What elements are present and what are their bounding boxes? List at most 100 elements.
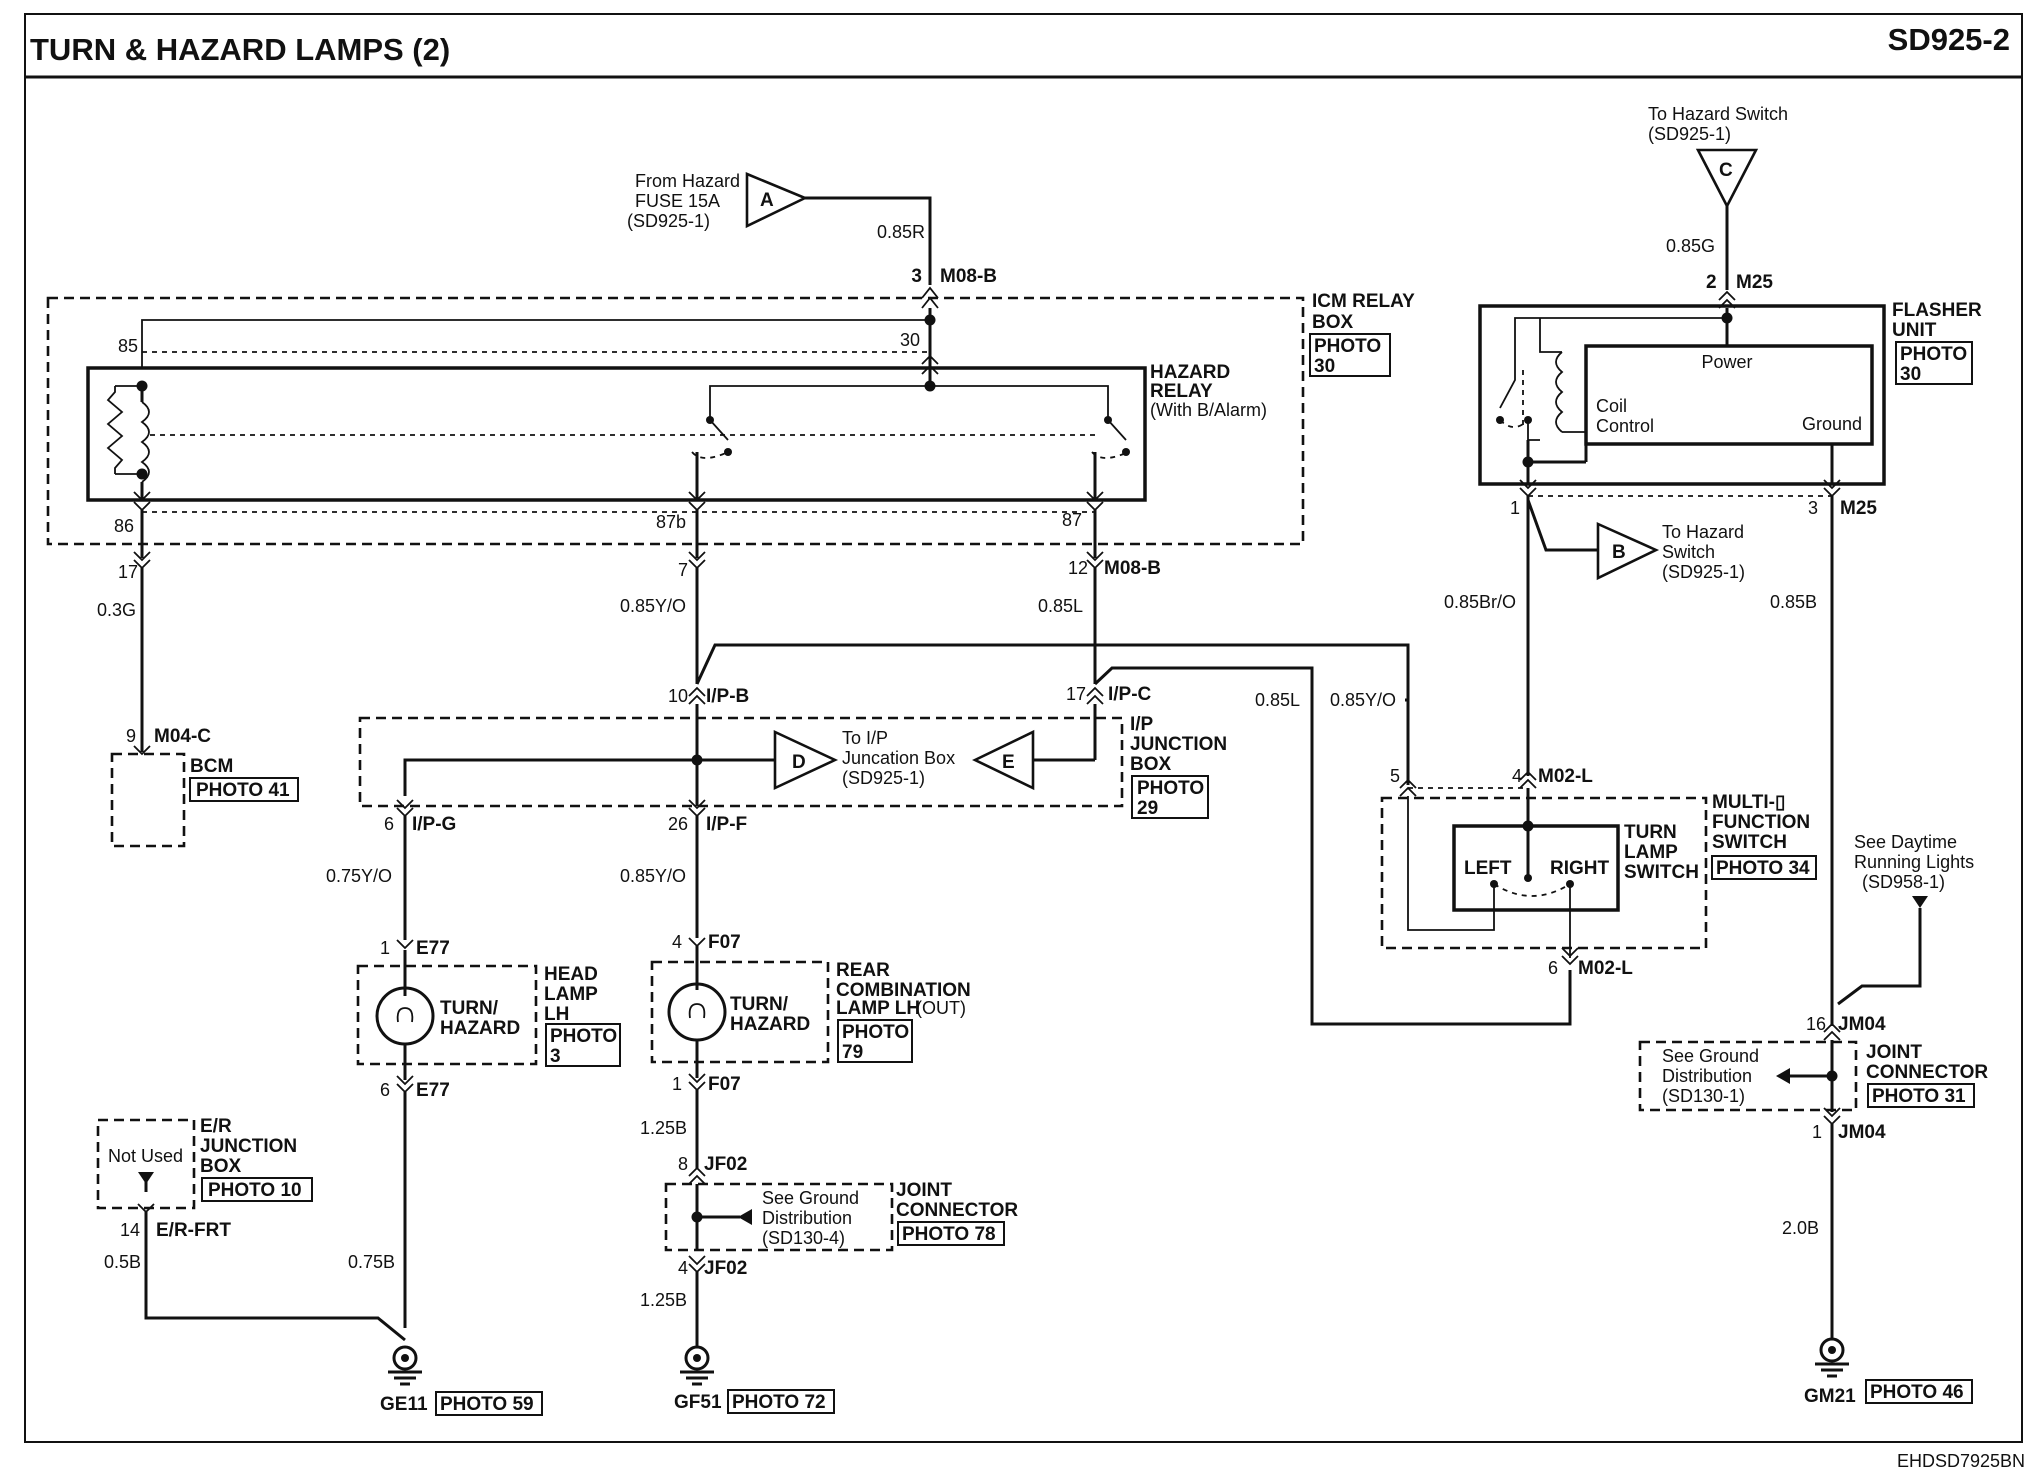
wire-label-085bro: 0.85Br/O [1444, 592, 1516, 612]
wire-label-03g: 0.3G [97, 600, 136, 620]
svg-text:PHOTO 78: PHOTO 78 [902, 1224, 996, 1245]
pin-12: 12 [1068, 558, 1088, 578]
svg-text:COMBINATION: COMBINATION [836, 980, 971, 1001]
svg-text:SWITCH: SWITCH [1712, 832, 1787, 853]
connector-e [972, 729, 1035, 791]
wire-085r [805, 196, 932, 285]
flasher-unit-box [1478, 304, 1886, 486]
wire-label-085yo-a: 0.85Y/O [620, 596, 686, 616]
svg-text:Switch: Switch [1662, 542, 1715, 562]
bcm-title: BCM [190, 756, 233, 777]
relay-title-1: HAZARD [1150, 362, 1230, 383]
svg-text:(SD925-1): (SD925-1) [627, 211, 710, 231]
svg-text:B: B [1612, 542, 1626, 563]
wire-label-125b-a: 1.25B [640, 1118, 687, 1138]
svg-text:LH: LH [544, 1004, 569, 1025]
turn-lamp-switch [1452, 824, 1620, 912]
relay-title-2: RELAY [1150, 381, 1213, 402]
footer-code: EHDSD7925BN [1897, 1451, 2025, 1471]
pin-3b: 3 [1808, 498, 1818, 518]
pin-6b: 6 [1548, 958, 1558, 978]
svg-text:(SD925-1): (SD925-1) [842, 768, 925, 788]
svg-text:JUNCTION: JUNCTION [200, 1136, 297, 1157]
svg-text:PHOTO: PHOTO [1137, 778, 1204, 799]
svg-text:CONNECTOR: CONNECTOR [896, 1200, 1018, 1221]
wire-085yo-b [695, 643, 1410, 702]
svg-text:Coil: Coil [1596, 396, 1627, 416]
pin-1e: 1 [380, 938, 390, 958]
wire-label-085yo-b: 0.85Y/O [1330, 690, 1396, 710]
svg-text:TURN/: TURN/ [730, 994, 789, 1015]
er-junction-box [96, 1118, 196, 1210]
connector-ipg: I/P-G [412, 814, 456, 835]
svg-text:3: 3 [550, 1046, 561, 1067]
pin-6e: 6 [380, 1080, 390, 1100]
multifunction-switch-box [1380, 796, 1708, 950]
svg-text:I/P: I/P [1130, 714, 1154, 735]
pin-30: 30 [900, 330, 920, 350]
pin-7: 7 [678, 560, 688, 580]
connector-m25-bot: M25 [1840, 498, 1877, 519]
svg-text:Power: Power [1701, 352, 1752, 372]
pin-17a: 17 [118, 562, 138, 582]
connector-a-from-hazard-fuse: A From Hazard FUSE 15A (SD925-1) [627, 171, 809, 231]
svg-text:(SD958-1): (SD958-1) [1862, 872, 1945, 892]
svg-text:See Ground: See Ground [1662, 1046, 1759, 1066]
icm-photo-box [1309, 333, 1391, 377]
connector-e77-top: E77 [416, 938, 450, 959]
pin-2: 2 [1706, 272, 1717, 293]
bcm-photo: PHOTO 41 [196, 780, 290, 801]
pin-87: 87 [1062, 510, 1082, 530]
ip-junction-box [358, 716, 1124, 808]
svg-text:PHOTO 31: PHOTO 31 [1872, 1086, 1966, 1107]
svg-text:RIGHT: RIGHT [1550, 858, 1610, 879]
connector-ipc: I/P-C [1108, 684, 1152, 705]
svg-text:(SD925-1): (SD925-1) [1648, 124, 1731, 144]
svg-text:LAMP: LAMP [544, 984, 598, 1005]
pin-1f: 1 [672, 1074, 682, 1094]
pin-86: 86 [114, 516, 134, 536]
svg-text:BOX: BOX [200, 1156, 242, 1177]
ground-ge11-icon [388, 1345, 422, 1386]
ground-ge11-photo: PHOTO 59 [440, 1394, 534, 1415]
svg-text:(SD925-1): (SD925-1) [1662, 562, 1745, 582]
connector-m04c: M04-C [154, 726, 211, 747]
svg-text:UNIT: UNIT [1892, 320, 1937, 341]
svg-text:PHOTO 34: PHOTO 34 [1716, 858, 1810, 879]
icm-relay-box [46, 296, 1305, 546]
connector-erfrt: E/R-FRT [156, 1220, 231, 1241]
connector-m02l-bot: M02-L [1578, 958, 1633, 979]
wire-085l-b [1093, 666, 1572, 1026]
rearlamp-bulb [667, 982, 727, 1042]
jf02-box [664, 1182, 894, 1252]
svg-text:To Hazard Switch: To Hazard Switch [1648, 104, 1788, 124]
svg-text:(OUT): (OUT) [916, 998, 966, 1018]
svg-text:MULTI-▯: MULTI-▯ [1712, 792, 1785, 813]
svg-text:TURN/: TURN/ [440, 998, 499, 1019]
flasher-module [1584, 344, 1874, 446]
pin-14: 14 [120, 1220, 140, 1240]
ground-gf51-icon [680, 1345, 714, 1386]
connector-jf02-top: JF02 [704, 1154, 747, 1175]
icm-title-1: ICM RELAY [1312, 291, 1415, 312]
connector-b-to-hazard-switch: B To Hazard Switch (SD925-1) [1596, 521, 1745, 582]
svg-text:See Daytime: See Daytime [1854, 832, 1957, 852]
page-frame [24, 13, 2023, 1443]
svg-text:See Ground: See Ground [762, 1188, 859, 1208]
bcm-box [110, 752, 186, 848]
svg-text:79: 79 [842, 1042, 863, 1063]
pin-9: 9 [126, 726, 136, 746]
rearlamp-box [650, 960, 830, 1064]
svg-text:To Hazard: To Hazard [1662, 522, 1744, 542]
svg-text:FUSE 15A: FUSE 15A [635, 191, 720, 211]
wire-label-085r: 0.85R [877, 222, 925, 242]
connector-f07-bot: F07 [708, 1074, 741, 1095]
svg-text:Distribution: Distribution [1662, 1066, 1752, 1086]
svg-text:PHOTO: PHOTO [550, 1026, 617, 1047]
wire-05b [144, 1212, 406, 1342]
svg-text:Juncation Box: Juncation Box [842, 748, 955, 768]
connector-m08b-bot: M08-B [1104, 558, 1161, 579]
wire-label-125b-b: 1.25B [640, 1290, 687, 1310]
connector-jm04-bot: JM04 [1838, 1122, 1886, 1143]
svg-text:C: C [1719, 160, 1733, 181]
